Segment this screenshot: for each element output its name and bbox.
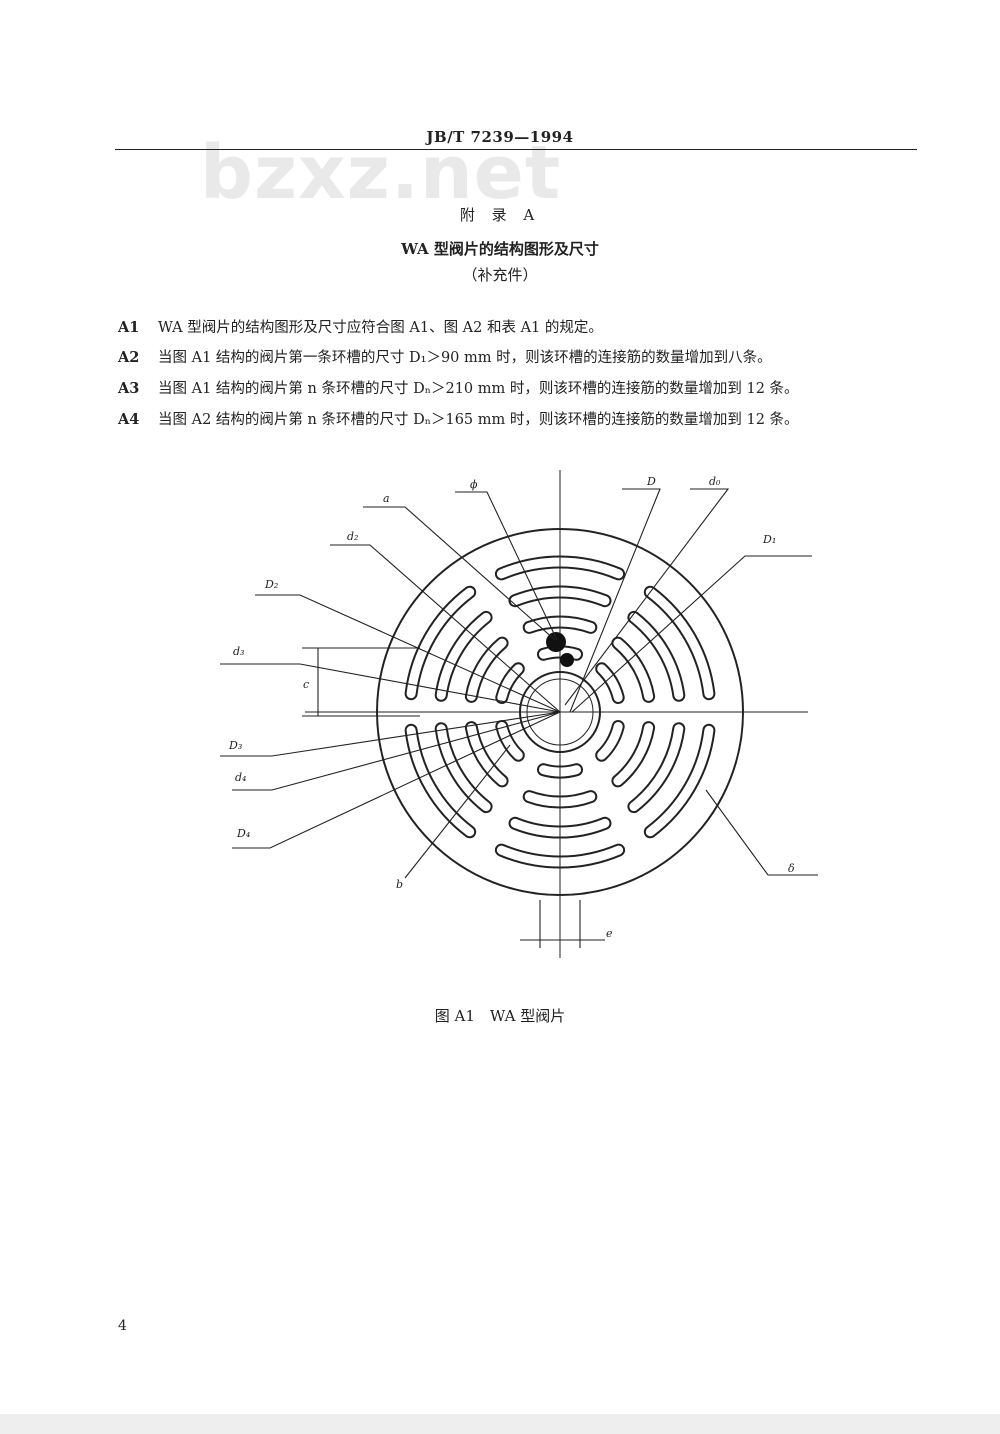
watermark: bzxz.net (200, 130, 562, 216)
label-c: c (303, 678, 309, 691)
bottom-edge (0, 1414, 1000, 1434)
slot-inner (613, 723, 654, 786)
leader-line (564, 488, 730, 706)
figure-caption: 图 A1 WA 型阀片 (434, 1007, 566, 1025)
clause-number: A3 (118, 380, 140, 397)
slot-inner (645, 587, 714, 699)
label-delta: δ (788, 862, 795, 875)
clause-a2: A2 当图 A1 结构的阀片第一条环槽的尺寸 D₁＞90 mm 时，则该环槽的连接… (118, 346, 918, 367)
slot-inner (466, 638, 507, 701)
leader-line (569, 488, 661, 713)
slot-inner (597, 664, 623, 702)
label-D4: D₄ (236, 827, 250, 840)
label-phi: ϕ (470, 478, 478, 491)
clause-text: 当图 A2 结构的阀片第 n 条环槽的尺寸 Dₙ＞165 mm 时，则该环槽的连… (158, 412, 799, 428)
label-b: b (396, 878, 403, 891)
clause-text: 当图 A1 结构的阀片第一条环槽的尺寸 D₁＞90 mm 时，则该环槽的连接筋的… (158, 350, 772, 366)
standard-number: JB/T 7239—1994 (426, 128, 574, 146)
leader-line (571, 555, 812, 713)
leader-line (232, 711, 561, 849)
slot-inner (406, 725, 475, 837)
slot-inner (436, 724, 491, 812)
slot-inner (629, 724, 684, 812)
section-title: WA 型阀片的结构图形及尺寸 (401, 240, 599, 258)
label-d3: d₃ (233, 645, 244, 658)
clause-text: 当图 A1 结构的阀片第 n 条环槽的尺寸 Dₙ＞210 mm 时，则该环槽的连… (158, 381, 799, 397)
section-note: （补充件） (462, 266, 538, 284)
dimension-line (404, 744, 511, 879)
slot-inner (406, 587, 475, 699)
valve-plate-drawing: a ϕ D d₀ D₁ d₂ D₂ d₃ c D₃ d₄ D₄ b e δ (220, 470, 818, 958)
page-number: 4 (118, 1318, 127, 1334)
clause-number: A1 (118, 319, 140, 336)
slot-inner (497, 722, 523, 760)
label-d2: d₂ (347, 530, 358, 543)
clause-a4: A4 当图 A2 结构的阀片第 n 条环槽的尺寸 Dₙ＞165 mm 时，则该环槽… (118, 408, 918, 429)
slot-inner (436, 612, 491, 700)
slot-inner (629, 612, 684, 700)
leader-line (705, 789, 818, 876)
slot-inner (497, 664, 523, 702)
appendix-title: 附 录 A (459, 206, 541, 224)
label-d4: d₄ (235, 771, 246, 784)
header-rule (115, 149, 917, 150)
label-D: D (646, 475, 656, 488)
slot-inner (597, 722, 623, 760)
clause-text: WA 型阀片的结构图形及尺寸应符合图 A1、图 A2 和表 A1 的规定。 (158, 320, 603, 336)
slot-inner (645, 725, 714, 837)
label-a: a (383, 492, 390, 505)
slot-inner (466, 723, 507, 786)
label-D1: D₁ (762, 533, 776, 546)
leader-line (255, 594, 561, 713)
marker-dot (560, 653, 574, 667)
label-D3: D₃ (228, 739, 242, 752)
clause-a1: A1 WA 型阀片的结构图形及尺寸应符合图 A1、图 A2 和表 A1 的规定。 (118, 316, 918, 337)
clause-number: A2 (118, 349, 140, 366)
clause-number: A4 (118, 411, 140, 428)
leader-line (232, 711, 561, 791)
clause-a3: A3 当图 A1 结构的阀片第 n 条环槽的尺寸 Dₙ＞210 mm 时，则该环槽… (118, 377, 918, 398)
label-D2: D₂ (264, 578, 278, 591)
slot-inner (613, 638, 654, 701)
label-d0: d₀ (709, 475, 721, 488)
leader-line (363, 506, 556, 641)
label-e: e (606, 927, 613, 940)
leader-lines (220, 470, 818, 958)
leader-line (220, 711, 561, 757)
leader-line (330, 544, 561, 713)
leader-line (455, 491, 558, 641)
leader-line (220, 663, 561, 713)
